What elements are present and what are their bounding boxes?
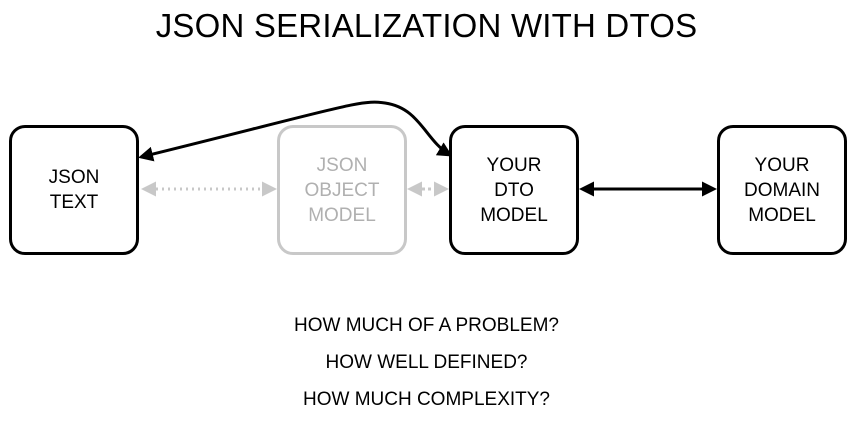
node-json-text-label: JSON TEXT [48, 167, 100, 213]
page-title: JSON SERIALIZATION WITH DTOS [155, 7, 698, 44]
node-dto-model-label: YOUR DTO MODEL [480, 154, 548, 226]
question-complexity: HOW MUCH COMPLEXITY? [302, 389, 551, 410]
edge-dto-to-json-text [138, 100, 453, 162]
node-domain-model-label: YOUR DOMAIN MODEL [744, 154, 820, 226]
node-domain-model: YOUR DOMAIN MODEL [717, 125, 847, 255]
node-json-object-model-label: JSON OBJECT MODEL [304, 154, 380, 226]
node-json-object-model: JSON OBJECT MODEL [277, 125, 407, 255]
question-problem: HOW MUCH OF A PROBLEM? [294, 315, 559, 336]
node-dto-model: YOUR DTO MODEL [449, 125, 579, 255]
question-defined: HOW WELL DEFINED? [325, 352, 528, 373]
node-json-text: JSON TEXT [9, 125, 139, 255]
